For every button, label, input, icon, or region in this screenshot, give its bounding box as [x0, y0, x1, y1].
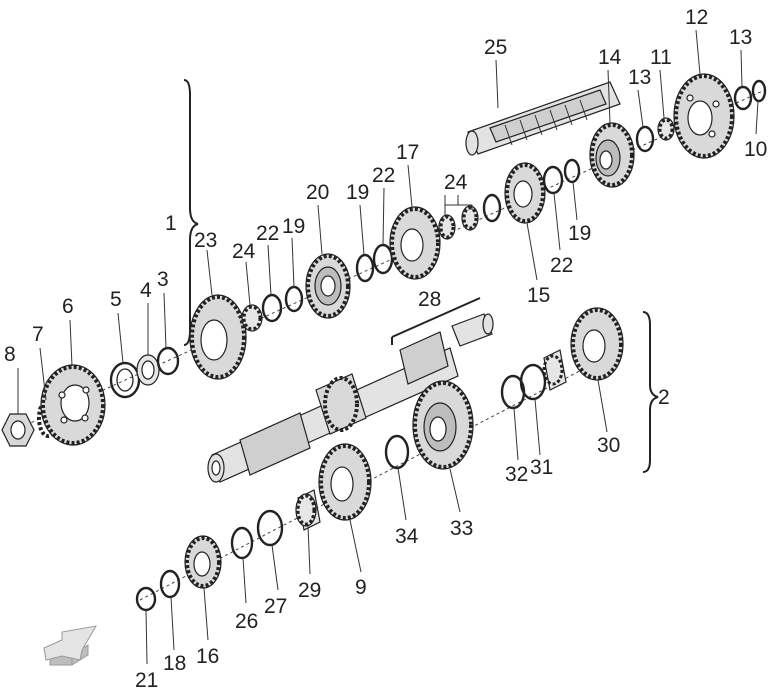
- label-10: 10: [744, 138, 767, 161]
- label-9: 9: [355, 576, 367, 599]
- label-27: 27: [264, 595, 287, 618]
- label-23: 23: [194, 229, 217, 252]
- label-1: 1: [165, 212, 177, 235]
- label-22b: 22: [372, 164, 395, 187]
- sprocket-6: [40, 364, 106, 446]
- gear-20: [305, 253, 351, 319]
- label-11: 11: [650, 46, 672, 69]
- circlip-34: [384, 434, 410, 470]
- gear-16: [184, 535, 222, 589]
- label-16: 16: [196, 645, 219, 668]
- gear-30: [570, 307, 624, 381]
- washer-22a: [261, 293, 283, 323]
- group-1-bracket: [183, 79, 199, 346]
- circlip-21: [135, 586, 157, 612]
- gear-14: [589, 122, 635, 188]
- label-22c: 22: [550, 254, 573, 277]
- circlip-27: [256, 509, 284, 547]
- circlip-10: [751, 79, 767, 103]
- label-2: 2: [658, 386, 670, 409]
- gear-15: [504, 162, 546, 224]
- circlip-31: [519, 363, 547, 401]
- bushing-4: [136, 354, 160, 386]
- label-32: 32: [505, 463, 528, 486]
- label-19a: 19: [282, 215, 305, 238]
- washer-22b: [372, 243, 394, 275]
- mainshaft-25: [465, 81, 621, 156]
- nut-8: [1, 413, 35, 447]
- washer-13b: [733, 85, 753, 111]
- washer-26: [230, 526, 254, 560]
- circlip-19b: [355, 253, 375, 283]
- needle-bearing-11: [657, 117, 675, 141]
- label-14: 14: [598, 46, 622, 69]
- label-30: 30: [597, 434, 620, 457]
- washer-18: [159, 569, 181, 599]
- label-15: 15: [527, 284, 550, 307]
- group-28-bracket: [391, 297, 481, 338]
- oil-seal-5: [109, 361, 141, 399]
- label-24a: 24: [232, 240, 256, 263]
- label-25: 25: [484, 36, 507, 59]
- washer-13a: [635, 125, 655, 153]
- label-28: 28: [418, 288, 441, 311]
- label-13a: 13: [628, 66, 651, 89]
- circlip-19c: [563, 158, 581, 184]
- gear-9: [318, 443, 372, 521]
- label-22a: 22: [256, 222, 279, 245]
- spacer: [482, 193, 502, 223]
- label-13b: 13: [729, 26, 752, 49]
- label-20: 20: [306, 181, 329, 204]
- gear-33: [412, 380, 474, 470]
- label-31: 31: [530, 456, 553, 479]
- needle-bearing-29: [295, 489, 321, 531]
- needle-bearing-24b: [438, 214, 456, 240]
- label-21: 21: [135, 669, 158, 692]
- label-12: 12: [685, 6, 708, 29]
- arrow-3d-icon: [43, 625, 97, 666]
- gear-17: [389, 206, 441, 280]
- o-ring-3: [156, 346, 180, 376]
- washer-22c: [542, 165, 564, 195]
- gear-12: [673, 73, 735, 159]
- circlip-19a: [284, 285, 304, 313]
- label-19b: 19: [346, 181, 369, 204]
- label-24b: 24: [444, 171, 468, 194]
- label-19c: 19: [568, 222, 591, 245]
- label-29: 29: [298, 579, 321, 602]
- label-5: 5: [110, 288, 122, 311]
- leader-lines: [17, 29, 759, 665]
- label-34: 34: [395, 525, 419, 548]
- label-17: 17: [396, 141, 419, 164]
- needle-bearing-24c: [461, 205, 479, 231]
- needle-bearing-30b: [542, 349, 567, 391]
- group-2-bracket: [642, 311, 659, 473]
- label-3: 3: [157, 268, 169, 291]
- countershaft-28: [207, 313, 494, 483]
- gear-23: [189, 294, 247, 380]
- label-33: 33: [450, 517, 473, 540]
- label-6: 6: [62, 295, 74, 318]
- label-7: 7: [32, 323, 44, 346]
- label-4: 4: [140, 279, 152, 302]
- label-8: 8: [4, 343, 16, 366]
- needle-bearing-24a: [241, 304, 263, 332]
- label-18: 18: [163, 652, 186, 675]
- label-26: 26: [235, 610, 258, 633]
